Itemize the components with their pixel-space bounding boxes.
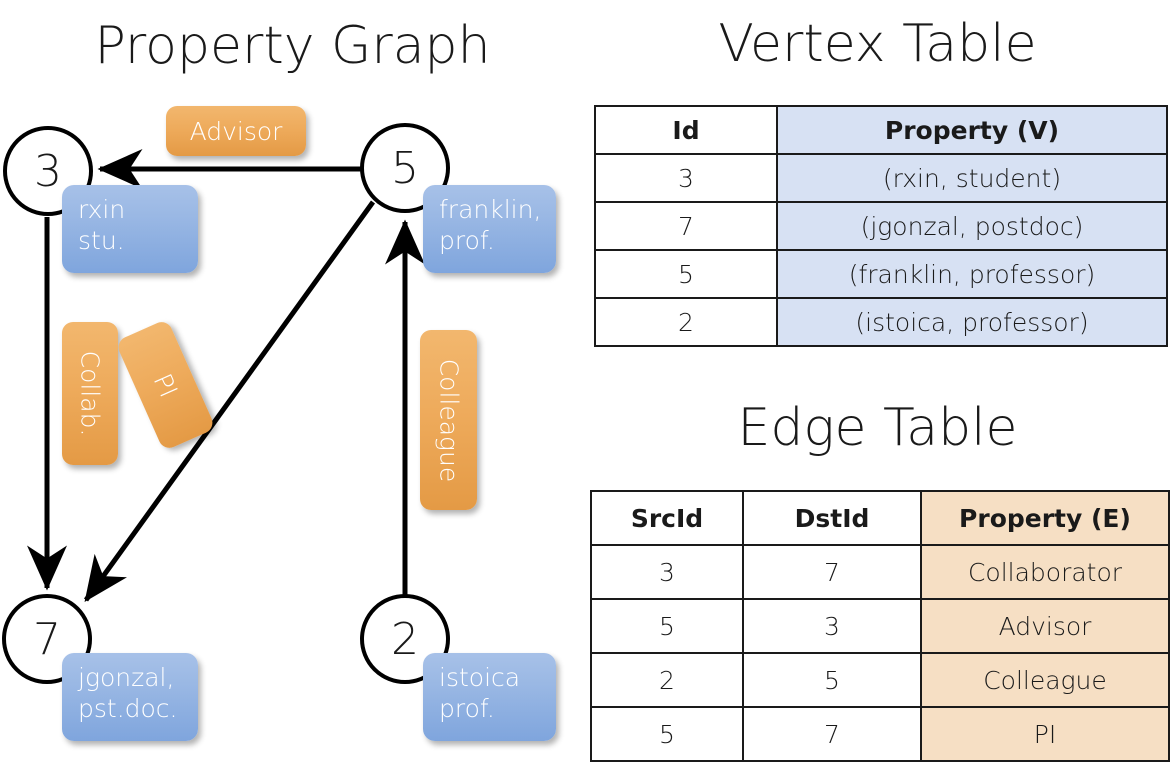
edge-cell-srcid: 2: [590, 652, 744, 708]
edge-header-srcid: SrcId: [590, 490, 744, 546]
vertex-table: Id Property (V) 3 (rxin, student) 7 (jgo…: [594, 105, 1168, 347]
node-property-box-rxin[interactable]: rxin stu.: [62, 185, 198, 273]
edge-cell-property: Collaborator: [920, 544, 1170, 600]
graph-edges: [27, 149, 425, 603]
table-row[interactable]: 5 7 PI: [590, 706, 1170, 762]
edge-label-collab-text: Collab.: [75, 350, 105, 437]
edge-cell-property: Advisor: [920, 598, 1170, 654]
edge-cell-srcid: 5: [590, 598, 744, 654]
node-property-line1: rxin: [78, 195, 126, 224]
node-property-box-franklin[interactable]: franklin, prof.: [423, 185, 556, 273]
edge-label-colleague-text: Colleague: [434, 358, 464, 482]
edge-cell-property: Colleague: [920, 652, 1170, 708]
page-title-property-graph: Property Graph: [94, 16, 491, 76]
table-header-row: Id Property (V): [594, 105, 1168, 155]
edge-cell-srcid: 3: [590, 544, 744, 600]
node-property-line2: prof.: [439, 693, 495, 723]
node-property-box-istoica[interactable]: istoica prof.: [423, 653, 556, 741]
edge-cell-dstid: 7: [742, 706, 922, 762]
edge-label-advisor[interactable]: Advisor: [166, 106, 306, 156]
node-property-line2: stu.: [78, 225, 125, 255]
vertex-cell-id: 2: [594, 297, 778, 347]
graph-node-2-label: 2: [391, 613, 419, 665]
edge-label-advisor-text: Advisor: [189, 116, 283, 146]
edge-label-collab[interactable]: Collab.: [62, 322, 118, 465]
edge-header-dstid: DstId: [742, 490, 922, 546]
table-row[interactable]: 2 (istoica, professor): [594, 297, 1168, 347]
table-header-row: SrcId DstId Property (E): [590, 490, 1170, 546]
edge-cell-dstid: 5: [742, 652, 922, 708]
edge-table: SrcId DstId Property (E) 3 7 Collaborato…: [590, 490, 1170, 762]
edge-cell-dstid: 3: [742, 598, 922, 654]
graph-node-5-label: 5: [391, 142, 419, 194]
graph-node-5[interactable]: 5: [360, 123, 450, 213]
node-property-line1: franklin,: [439, 195, 542, 224]
edge-5-to-7: [83, 200, 376, 603]
vertex-cell-property: (istoica, professor): [776, 297, 1168, 347]
table-row[interactable]: 2 5 Colleague: [590, 652, 1170, 708]
graph-node-7-label: 7: [33, 613, 61, 665]
vertex-cell-id: 5: [594, 249, 778, 299]
node-property-line2: prof.: [439, 225, 495, 255]
graph-node-2[interactable]: 2: [360, 594, 450, 684]
page-title-edge-table: Edge Table: [737, 398, 1018, 458]
vertex-cell-id: 7: [594, 201, 778, 251]
vertex-header-property: Property (V): [776, 105, 1168, 155]
vertex-cell-property: (rxin, student): [776, 153, 1168, 203]
table-row[interactable]: 3 (rxin, student): [594, 153, 1168, 203]
edge-cell-dstid: 7: [742, 544, 922, 600]
table-row[interactable]: 7 (jgonzal, postdoc): [594, 201, 1168, 251]
vertex-cell-id: 3: [594, 153, 778, 203]
node-property-line1: jgonzal,: [78, 663, 175, 692]
table-row[interactable]: 3 7 Collaborator: [590, 544, 1170, 600]
edge-label-colleague[interactable]: Colleague: [420, 330, 477, 510]
edge-cell-srcid: 5: [590, 706, 744, 762]
table-row[interactable]: 5 (franklin, professor): [594, 249, 1168, 299]
node-property-line2: pst.doc.: [78, 693, 178, 723]
edge-header-property: Property (E): [920, 490, 1170, 546]
edge-label-pi-text: PI: [147, 368, 184, 402]
edge-cell-property: PI: [920, 706, 1170, 762]
table-row[interactable]: 5 3 Advisor: [590, 598, 1170, 654]
page-title-vertex-table: Vertex Table: [718, 14, 1037, 74]
vertex-header-id: Id: [594, 105, 778, 155]
node-property-box-jgonzal[interactable]: jgonzal, pst.doc.: [62, 653, 198, 741]
vertex-cell-property: (jgonzal, postdoc): [776, 201, 1168, 251]
graph-node-3-label: 3: [34, 145, 62, 197]
node-property-line1: istoica: [439, 663, 521, 692]
vertex-cell-property: (franklin, professor): [776, 249, 1168, 299]
